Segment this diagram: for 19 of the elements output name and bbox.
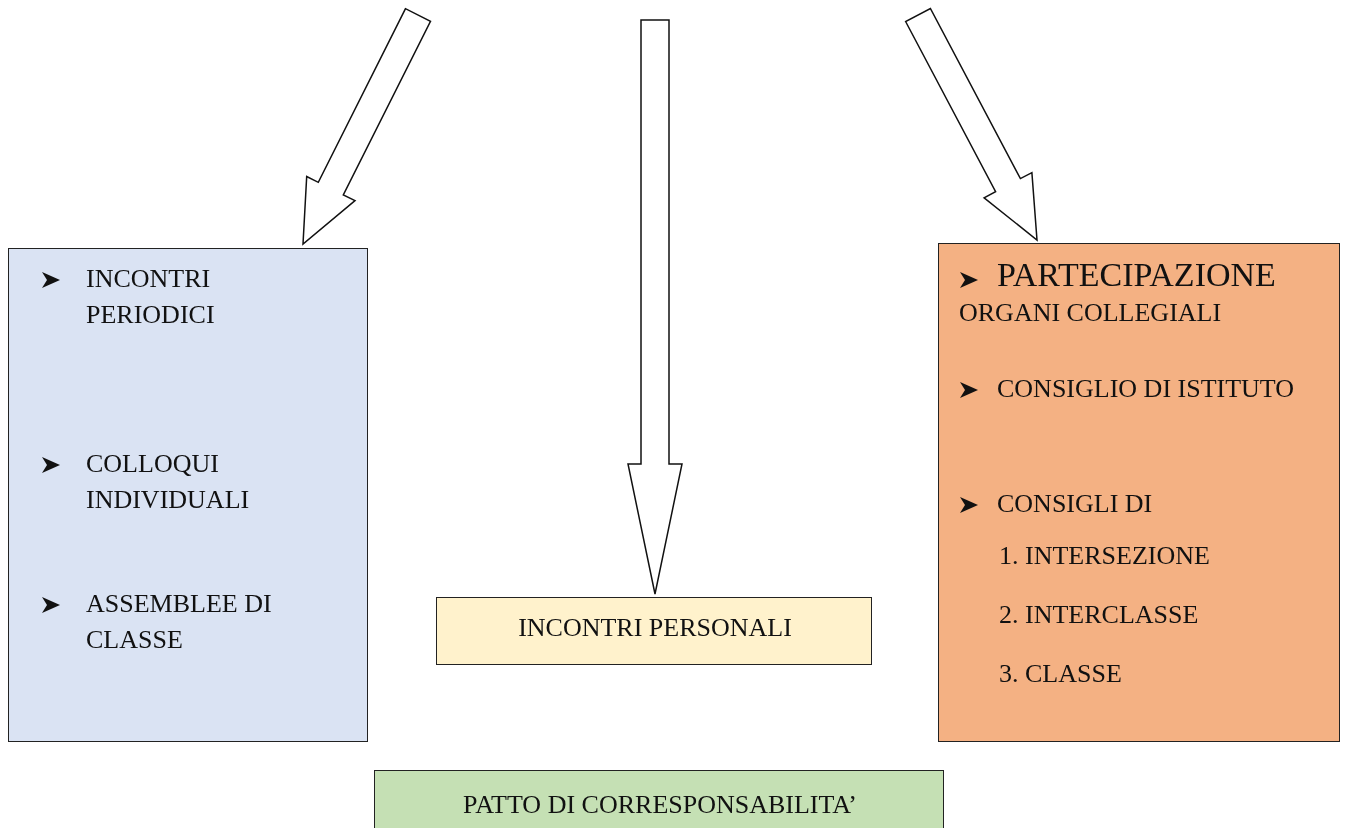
item-text: ORGANI COLLEGIALI [959,297,1222,329]
block-arrow [302,7,432,246]
item-text: ASSEMBLEE DI CLASSE [86,588,273,656]
item-text: 2. INTERCLASSE [999,599,1199,631]
item-text: PATTO DI CORRESPONSABILITA’ [462,789,858,821]
item-text: INCONTRI PERIODICI [86,263,216,331]
item-text: CONSIGLIO DI ISTITUTO [997,373,1295,405]
item-text: 1. INTERSEZIONE [999,540,1210,572]
item-text: PARTECIPAZIONE [997,257,1276,293]
block-arrow [627,19,683,595]
info-box [938,243,1340,742]
item-text: COLLOQUI INDIVIDUALI [86,448,251,516]
item-text: INCONTRI PERSONALI [517,612,793,644]
block-arrow [904,7,1038,242]
info-box [374,770,944,828]
item-text: 3. CLASSE [999,658,1122,690]
item-text: CONSIGLI DI [997,488,1153,520]
info-box [8,248,368,742]
info-box [436,597,872,665]
